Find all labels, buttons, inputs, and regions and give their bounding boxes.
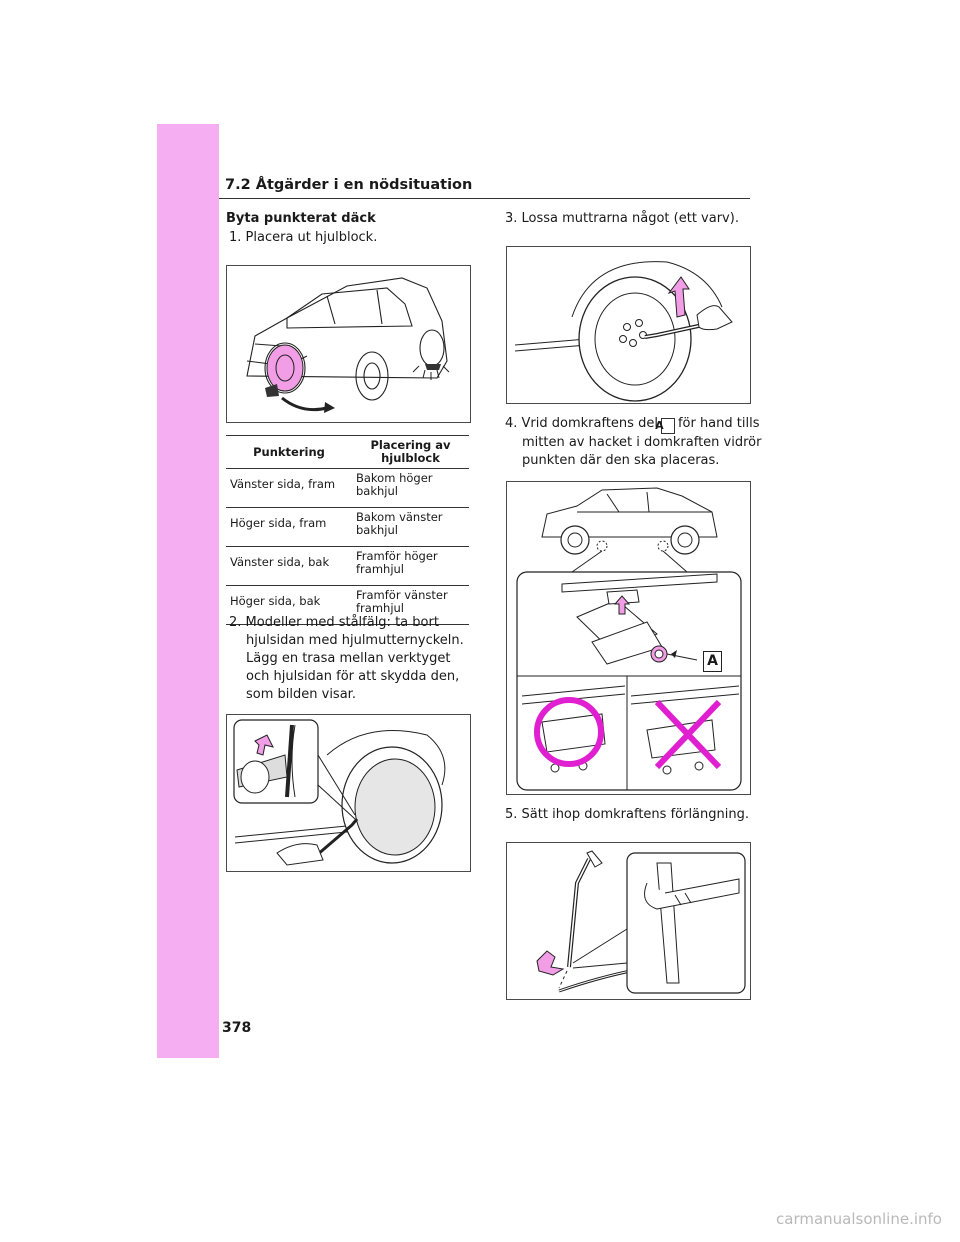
step-5: 5. Sätt ihop domkraftens förlängning. <box>505 807 749 822</box>
step-3: 3. Lossa muttrarna något (ett varv). <box>505 211 739 226</box>
section-title: 7.2 Åtgärder i en nödsituation <box>225 177 473 193</box>
step-4-text-b: för hand tills mitten av hacket i domkra… <box>522 416 762 468</box>
step-2: 2. Modeller med stålfälg: ta bort hjulsi… <box>229 615 464 648</box>
step-1: 1. Placera ut hjulblock. <box>229 230 378 245</box>
figure-assemble-extension <box>506 842 751 1000</box>
side-band <box>157 124 219 1058</box>
page-number: 378 <box>222 1020 252 1036</box>
figure-jack-position: A <box>506 481 751 795</box>
title-rule <box>219 198 750 199</box>
hubcap-removal-illustration <box>233 719 446 866</box>
table-row: Höger sida, fram Bakom vänster bakhjul <box>226 507 469 547</box>
figure-wheel-chocks <box>226 265 471 423</box>
table-cell: Bakom höger bakhjul <box>352 468 469 508</box>
jack-extension-illustration <box>536 850 746 994</box>
heading-flat-tire: Byta punkterat däck <box>226 211 376 226</box>
figure-loosen-nuts <box>506 246 751 404</box>
step-2-note: Lägg en trasa mellan verktyget och hjuls… <box>246 651 460 702</box>
table-row: Vänster sida, fram Bakom höger bakhjul <box>226 468 469 508</box>
table-cell: Bakom vänster bakhjul <box>352 507 469 547</box>
table-cell: Framför vänster framhjul <box>352 585 469 625</box>
table-header-puncture: Punktering <box>226 435 352 469</box>
watermark: carmanualsonline.info <box>776 1210 942 1228</box>
table-header-chock-placement: Placering av hjulblock <box>352 435 469 469</box>
table-cell: Vänster sida, bak <box>226 546 352 586</box>
table-header-row: Punktering Placering av hjulblock <box>226 435 469 469</box>
part-a-label: A <box>655 418 675 434</box>
table-row: Vänster sida, bak Framför höger framhjul <box>226 546 469 586</box>
chock-placement-table: Punktering Placering av hjulblock Vänste… <box>226 435 469 625</box>
table-row: Höger sida, bak Framför vänster framhjul <box>226 585 469 625</box>
figure-label-a: A <box>703 651 722 672</box>
step-4-text-a: 4. Vrid domkraftens del <box>505 416 658 431</box>
loosen-nuts-illustration <box>514 261 733 402</box>
table-cell: Framför höger framhjul <box>352 546 469 586</box>
figure-remove-hubcap <box>226 714 471 872</box>
car-with-chocks-illustration <box>246 277 450 413</box>
table-cell: Vänster sida, fram <box>226 468 352 508</box>
jack-position-illustration <box>516 487 742 791</box>
table-cell: Höger sida, bak <box>226 585 352 625</box>
table-cell: Höger sida, fram <box>226 507 352 547</box>
